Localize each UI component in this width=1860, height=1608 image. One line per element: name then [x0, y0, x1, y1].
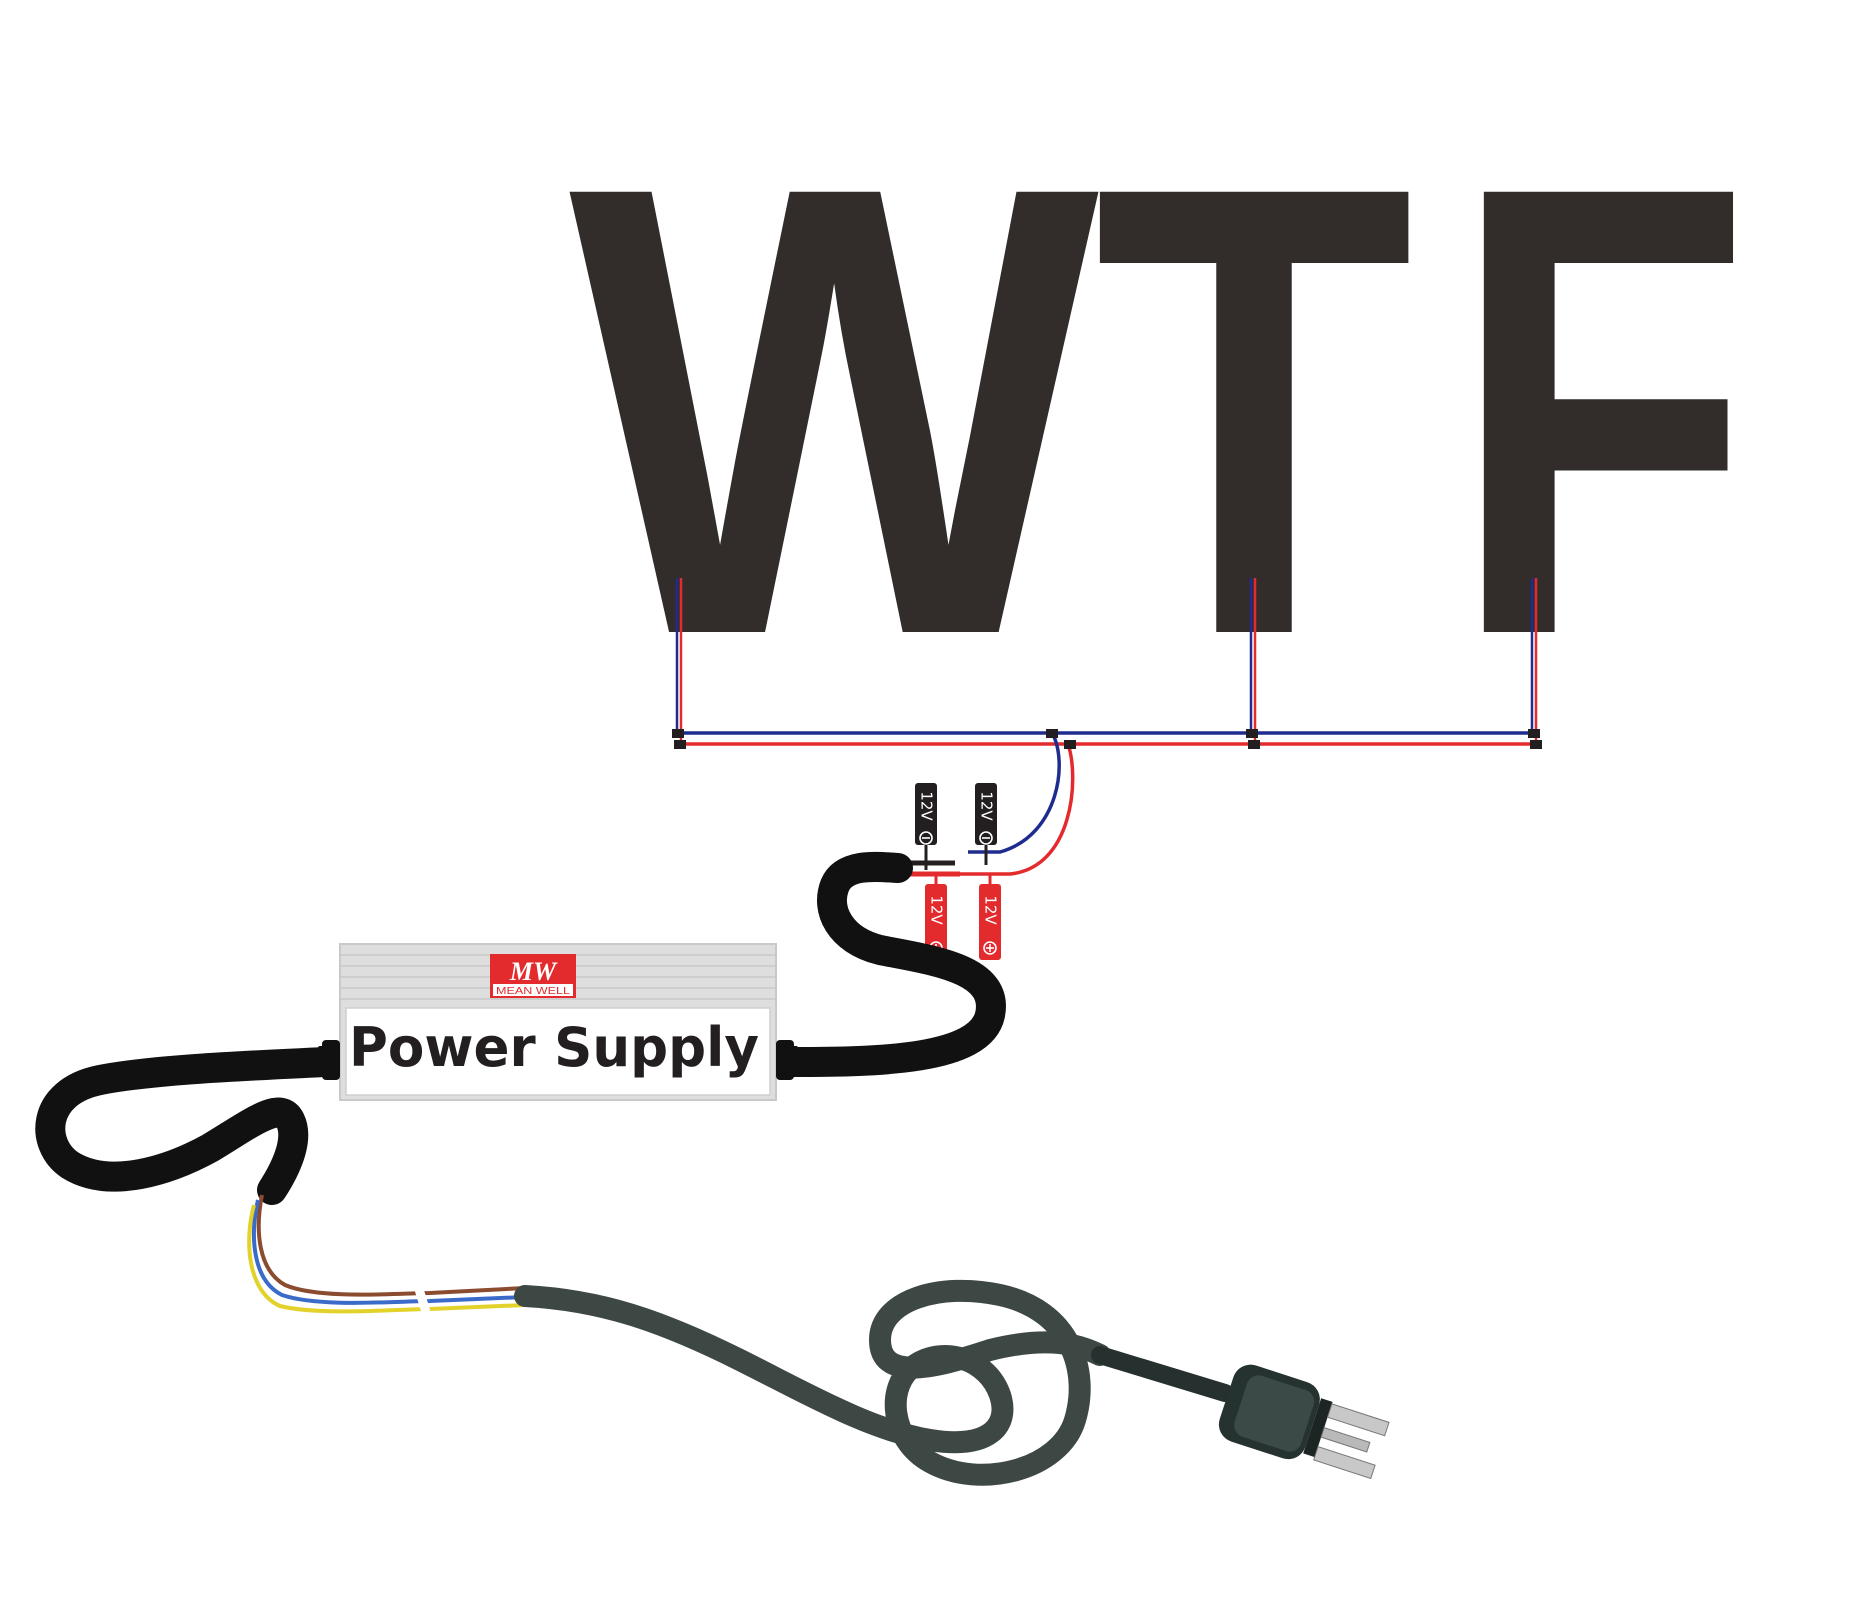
ac-plug-icon [1218, 1364, 1390, 1480]
power-supply-label: Power Supply [349, 1016, 759, 1079]
sign-letter-w: W [569, 53, 1104, 768]
mean-well-brand-name: MEAN WELL [496, 986, 571, 997]
connector-positive-left: 12V [925, 874, 947, 960]
ac-inner-wires [247, 1194, 526, 1314]
cable-glands [318, 1040, 798, 1080]
connector-negative-right-label: 12V [978, 791, 996, 821]
sign-letter-f: F [1451, 53, 1751, 768]
mean-well-logo-mark: MW [509, 957, 558, 986]
connector-negative-left: 12V [915, 783, 937, 870]
connector-positive-right: 12V [979, 874, 1001, 960]
ac-input-cable-jacket [35, 1047, 340, 1205]
power-supply-label-panel [345, 1007, 771, 1096]
wire-ends [908, 860, 990, 877]
ac-power-cord [514, 1279, 1111, 1486]
dc-output-cable [777, 851, 1006, 1077]
connector-positive-left-label: 12V [928, 895, 946, 925]
connector-negative-right: 12V [975, 783, 997, 865]
mean-well-logo: MW MEAN WELL [490, 954, 576, 998]
splice-blocks [672, 729, 1542, 749]
power-supply-unit: Power Supply MW MEAN WELL [339, 943, 777, 1101]
connector-negative-left-label: 12V [918, 791, 936, 821]
letter-drop-wires [675, 578, 1538, 743]
sign-letters: W T F [569, 53, 1751, 768]
connector-positive-right-label: 12V [982, 895, 1000, 925]
ac-cord-strain-relief [1091, 1346, 1234, 1402]
